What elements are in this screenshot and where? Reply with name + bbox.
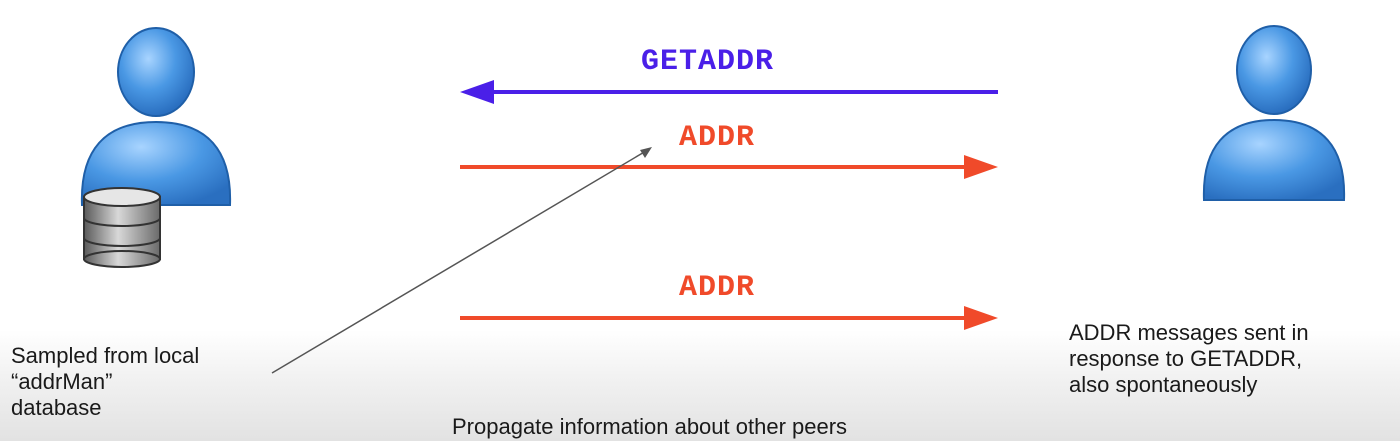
right-caption-line-1: ADDR messages sent in	[1069, 320, 1309, 345]
left-caption-line-3: database	[11, 395, 102, 420]
pointer-arrow	[271, 147, 652, 374]
left-user-icon	[80, 27, 232, 206]
getaddr-arrow	[460, 80, 998, 104]
addr-label-1: ADDR	[679, 121, 756, 155]
database-icon	[83, 187, 161, 268]
addr-label-2: ADDR	[679, 271, 756, 305]
addr-arrow-1	[460, 155, 998, 179]
getaddr-label: GETADDR	[641, 45, 775, 79]
right-caption: ADDR messages sent in response to GETADD…	[1069, 320, 1309, 398]
left-caption: Sampled from local “addrMan” database	[11, 343, 199, 421]
footer-caption: Propagate information about other peers	[452, 414, 848, 439]
left-caption-line-1: Sampled from local	[11, 343, 200, 368]
left-caption-line-2: “addrMan”	[11, 369, 113, 394]
right-caption-line-2: response to GETADDR,	[1069, 346, 1303, 371]
right-user-icon	[1202, 25, 1346, 201]
right-caption-line-3: also spontaneously	[1069, 372, 1258, 397]
addr-arrow-2	[460, 306, 998, 330]
